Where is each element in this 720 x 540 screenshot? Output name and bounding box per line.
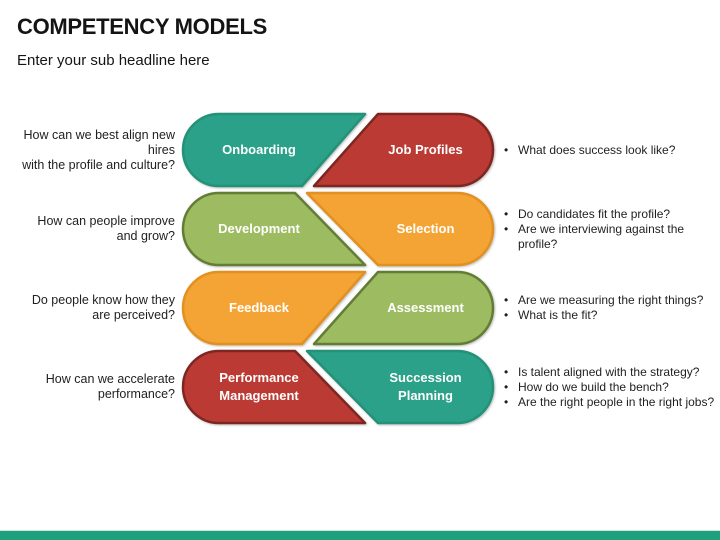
bullet-list: • Are we measuring the right things? • What… bbox=[500, 272, 716, 344]
bullet-item: • Is talent aligned with the strategy? bbox=[500, 365, 716, 380]
bullet-list: • What does success look like? bbox=[500, 114, 716, 186]
question-line: How can we accelerate bbox=[45, 372, 175, 386]
bullet-list: • Do candidates fit the profile? • Are we i… bbox=[500, 193, 716, 265]
process-shape-left bbox=[181, 191, 367, 267]
bullet-item: • Are we measuring the right things? bbox=[500, 293, 716, 308]
question-line: How can people improve bbox=[37, 214, 175, 228]
question-line: performance? bbox=[97, 387, 175, 401]
process-shape-left bbox=[181, 349, 367, 425]
footer-accent-line bbox=[0, 530, 720, 531]
process-shape-right bbox=[312, 112, 495, 188]
slide-title: COMPETENCY MODELS bbox=[17, 14, 267, 39]
bullet-item: • Are we interviewing against the profile… bbox=[500, 222, 716, 252]
bullet-dot-icon: • bbox=[504, 308, 509, 322]
shape-label: Succession Planning bbox=[389, 370, 462, 403]
question-line: are perceived? bbox=[92, 308, 175, 322]
question-line: and grow? bbox=[116, 229, 175, 243]
bullet-dot-icon: • bbox=[504, 142, 509, 157]
shape-label: Feedback bbox=[229, 300, 289, 315]
bullet-text: Are we interviewing against the profile? bbox=[518, 221, 685, 251]
process-shape-left bbox=[181, 270, 367, 346]
bullet-dot-icon: • bbox=[504, 394, 509, 409]
process-shape-right bbox=[305, 191, 495, 267]
shape-label: Onboarding bbox=[222, 142, 296, 157]
question-line: Do people know how they bbox=[31, 293, 175, 307]
bullet-dot-icon: • bbox=[504, 221, 509, 236]
bullet-dot-icon: • bbox=[504, 293, 509, 307]
bullet-text: Is talent aligned with the strategy? bbox=[518, 364, 700, 379]
bullet-dot-icon: • bbox=[504, 206, 509, 221]
bullet-dot-icon: • bbox=[504, 364, 509, 379]
shape-label: Assessment bbox=[387, 300, 464, 315]
bullet-text: Do candidates fit the profile? bbox=[518, 206, 671, 221]
bullet-item: • Are the right people in the right jobs? bbox=[500, 395, 716, 410]
bullet-list: • Is talent aligned with the strategy? • Ho… bbox=[500, 351, 716, 423]
bullet-item: • What is the fit? bbox=[500, 308, 716, 323]
footer-accent-bar bbox=[0, 531, 720, 540]
bullet-text: What is the fit? bbox=[518, 308, 598, 322]
process-shape-left bbox=[181, 112, 367, 188]
shape-label: Development bbox=[218, 221, 300, 236]
shape-label: Selection bbox=[396, 221, 455, 236]
bullet-text: How do we build the bench? bbox=[518, 379, 669, 394]
bullet-text: Are we measuring the right things? bbox=[518, 293, 704, 307]
bullet-dot-icon: • bbox=[504, 379, 509, 394]
bullet-item: • How do we build the bench? bbox=[500, 380, 716, 395]
shape-label: Job Profiles bbox=[388, 142, 463, 157]
question-line: How can we best align new hires bbox=[23, 127, 175, 157]
bullet-item: • Do candidates fit the profile? bbox=[500, 207, 716, 222]
bullet-item: • What does success look like? bbox=[500, 143, 716, 158]
bullet-text: What does success look like? bbox=[518, 142, 676, 157]
question-line: with the profile and culture? bbox=[22, 157, 175, 172]
shape-label: Performance Management bbox=[219, 370, 299, 403]
bullet-text: Are the right people in the right jobs? bbox=[518, 394, 715, 409]
process-shape-right bbox=[305, 349, 495, 425]
process-shape-right bbox=[312, 270, 495, 346]
slide-subtitle: Enter your sub headline here bbox=[17, 52, 210, 69]
